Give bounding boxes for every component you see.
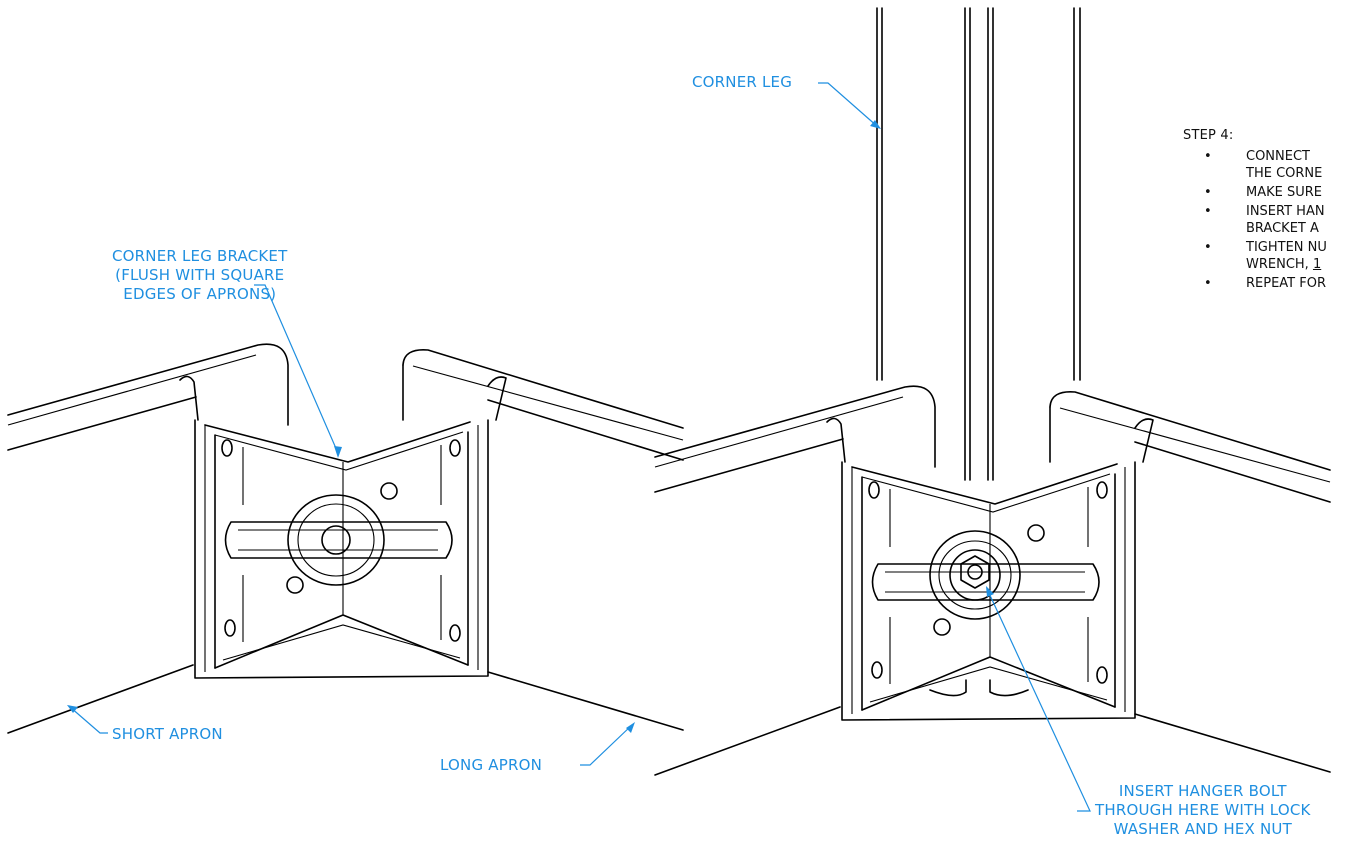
callout-line: THROUGH HERE WITH LOCK xyxy=(1095,801,1311,819)
callout-short-apron: SHORT APRON xyxy=(112,725,223,744)
leader-short-apron xyxy=(69,706,108,734)
instruction-item: CONNECT THE CORNE xyxy=(1200,148,1348,182)
leader-hanger-bolt xyxy=(987,590,1091,812)
leader-long-apron xyxy=(580,724,633,766)
leader-corner-leg-bracket xyxy=(254,284,339,454)
instruction-line: CONNECT xyxy=(1246,149,1310,164)
instruction-item: INSERT HAN BRACKET A xyxy=(1200,203,1348,237)
instruction-text-underlined: 1 xyxy=(1312,257,1322,272)
instruction-line: INSERT HAN xyxy=(1246,204,1325,219)
callout-corner-leg: CORNER LEG xyxy=(692,73,792,92)
callout-line: CORNER LEG BRACKET xyxy=(112,247,288,265)
callout-long-apron: LONG APRON xyxy=(440,756,542,775)
callout-corner-leg-bracket: CORNER LEG BRACKET (FLUSH WITH SQUARE ED… xyxy=(112,247,287,304)
callout-line: SHORT APRON xyxy=(112,725,223,743)
step-title: STEP 4: xyxy=(1183,128,1234,143)
instruction-text: WRENCH, xyxy=(1246,257,1313,272)
instruction-line: MAKE SURE xyxy=(1246,185,1322,200)
instruction-item: REPEAT FOR xyxy=(1200,275,1348,292)
instruction-line: REPEAT FOR xyxy=(1246,276,1326,291)
leader-corner-leg xyxy=(818,82,879,128)
instruction-line: BRACKET A xyxy=(1246,221,1319,236)
instruction-item: TIGHTEN NU WRENCH, 1 xyxy=(1200,239,1348,273)
callout-line: LONG APRON xyxy=(440,756,542,774)
callout-line: INSERT HANGER BOLT xyxy=(1118,782,1287,800)
instruction-list: CONNECT THE CORNE MAKE SURE INSERT HAN B… xyxy=(1200,146,1348,292)
instruction-item: MAKE SURE xyxy=(1200,184,1348,201)
left-view xyxy=(7,343,684,734)
callout-line: CORNER LEG xyxy=(692,73,793,91)
callout-insert-hanger-bolt: INSERT HANGER BOLT THROUGH HERE WITH LOC… xyxy=(1095,782,1311,839)
callout-line: EDGES OF APRONS) xyxy=(123,285,277,303)
right-view xyxy=(654,7,1331,776)
instruction-line: TIGHTEN NU xyxy=(1246,240,1327,255)
callout-line: (FLUSH WITH SQUARE xyxy=(115,266,285,284)
instruction-line: WRENCH, 1 xyxy=(1246,256,1348,273)
instruction-line: THE CORNE xyxy=(1246,166,1323,181)
callout-line: WASHER AND HEX NUT xyxy=(1113,820,1292,838)
